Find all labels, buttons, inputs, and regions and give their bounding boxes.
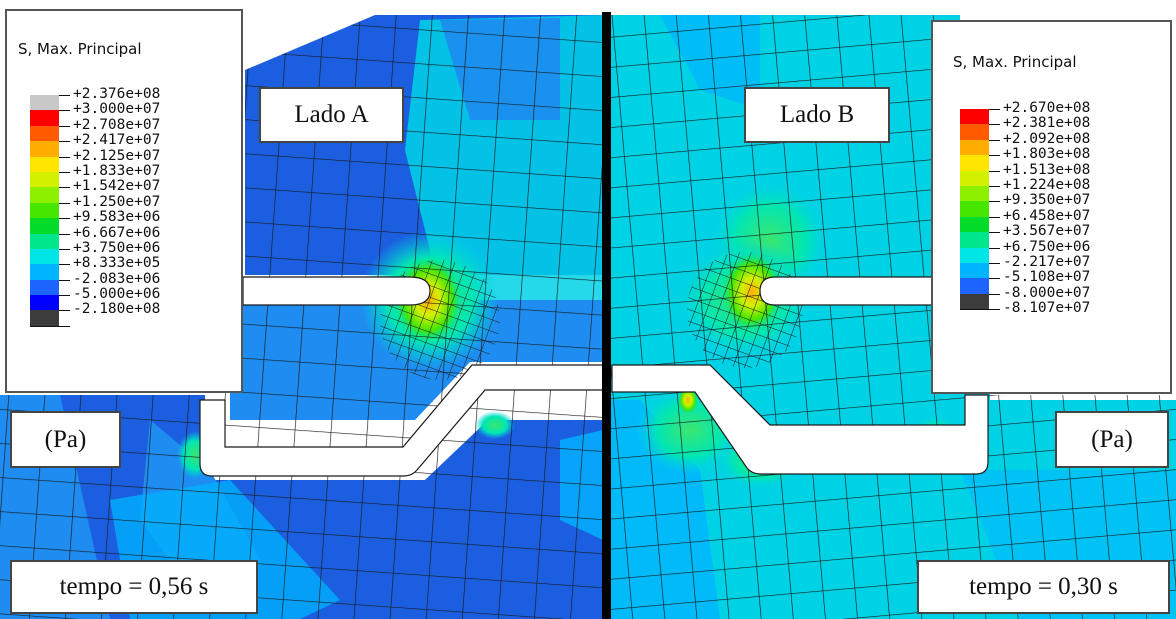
right-legend-value: +9.350e+07: [1003, 192, 1091, 209]
left-legend-swatch: [30, 264, 59, 280]
right-legend-swatch: [960, 201, 989, 217]
left-legend-value: -2.180e+08: [73, 301, 161, 318]
left-legend-value: -2.083e+06: [73, 270, 161, 287]
left-legend-tick: [59, 248, 70, 250]
side-label-a: Lado A: [259, 87, 404, 143]
left-legend-swatch: [30, 218, 59, 234]
right-legend-tick: [989, 247, 1000, 249]
left-legend-tick: [59, 141, 70, 143]
right-legend-swatch: [960, 262, 989, 279]
legend-right: S, Max. Principal +2.670e+08+2.381e+08+2…: [931, 20, 1172, 394]
left-legend-tick: [59, 110, 70, 112]
right-legend-value: +2.670e+08: [1003, 100, 1091, 116]
slot-gaps: [199, 276, 989, 477]
right-legend-tick: [989, 201, 1000, 203]
time-label-left: tempo = 0,56 s: [10, 560, 258, 614]
unit-label-right: (Pa): [1055, 411, 1169, 468]
left-legend-value: +1.250e+07: [73, 193, 161, 210]
right-legend-value: -2.217e+07: [1003, 253, 1091, 270]
left-legend-value: +1.833e+07: [73, 162, 161, 179]
right-legend-swatch: [960, 216, 989, 233]
right-legend-value: +6.750e+06: [1003, 238, 1091, 255]
right-legend-tick: [989, 293, 1000, 295]
left-legend-tick: [59, 295, 70, 297]
left-legend-swatch: [30, 279, 59, 296]
right-legend-swatch: [960, 232, 989, 248]
right-legend-swatch: [960, 278, 989, 294]
left-legend-swatch: [30, 171, 59, 188]
center-divider: [602, 12, 611, 619]
left-legend-swatch: [30, 310, 59, 326]
right-legend-value: +3.567e+07: [1003, 223, 1091, 240]
left-legend-swatch: [30, 141, 59, 157]
right-legend-tick: [989, 139, 1000, 141]
left-legend-tick: [59, 171, 70, 173]
right-legend-swatch: [960, 170, 989, 186]
legend-right-title: S, Max. Principal: [953, 53, 1077, 71]
left-legend-swatch: [30, 233, 59, 249]
left-legend-value: -5.000e+06: [73, 286, 161, 303]
right-legend-value: +2.092e+08: [1003, 130, 1091, 147]
right-legend-value: -8.107e+07: [1003, 300, 1091, 317]
left-legend-value: +9.583e+06: [73, 209, 161, 226]
left-legend-tick: [59, 202, 70, 204]
right-legend-value: -5.108e+07: [1003, 269, 1091, 286]
time-label-right: tempo = 0,30 s: [917, 560, 1170, 614]
left-legend-tick: [59, 279, 70, 281]
right-legend-swatch: [960, 185, 989, 202]
right-legend-tick: [989, 155, 1000, 157]
left-legend-value: +6.667e+06: [73, 224, 161, 241]
left-legend-tick: [59, 156, 70, 158]
left-legend-swatch: [30, 202, 59, 219]
right-legend-tick: [960, 309, 1000, 311]
right-legend-swatch: [960, 139, 989, 156]
left-legend-value: +2.708e+07: [73, 116, 161, 133]
right-legend-tick: [989, 232, 1000, 234]
right-legend-value: +2.381e+08: [1003, 115, 1091, 132]
left-legend-value: +1.542e+07: [73, 178, 161, 195]
left-legend-value: +3.750e+06: [73, 239, 161, 256]
left-legend-tick: [30, 325, 70, 327]
left-legend-swatch: [30, 125, 59, 142]
right-legend-tick: [989, 278, 1000, 280]
right-legend-tick: [989, 124, 1000, 126]
side-label-b: Lado B: [744, 87, 890, 143]
left-legend-tick: [59, 310, 70, 312]
left-legend-value: +2.125e+07: [73, 147, 161, 164]
legend-left-title: S, Max. Principal: [18, 40, 142, 58]
right-legend-tick: [989, 185, 1000, 187]
right-legend-tick: [989, 170, 1000, 172]
left-legend-swatch: [30, 187, 59, 203]
left-legend-swatch: [30, 156, 59, 172]
left-legend-swatch: [30, 248, 59, 265]
right-legend-swatch: [960, 124, 989, 140]
left-legend-value: +8.333e+05: [73, 255, 161, 272]
left-legend-tick: [59, 264, 70, 266]
left-legend-tick: [59, 125, 70, 127]
right-legend-value: +6.458e+07: [1003, 207, 1091, 224]
left-legend-value: +3.000e+07: [73, 101, 161, 118]
right-legend-swatch: [960, 109, 989, 125]
left-legend-value: +2.417e+07: [73, 132, 161, 149]
right-legend-value: +1.513e+08: [1003, 161, 1091, 178]
left-legend-value: +2.376e+08: [73, 86, 161, 102]
left-legend-tick: [59, 95, 70, 96]
right-legend-swatch: [960, 155, 989, 171]
legend-left: S, Max. Principal +2.376e+08+3.000e+07+2…: [5, 9, 243, 393]
left-legend-tick: [59, 187, 70, 189]
right-legend-tick: [989, 216, 1000, 218]
unit-label-left: (Pa): [10, 411, 121, 468]
left-legend-tick: [59, 218, 70, 220]
left-legend-swatch: [30, 295, 59, 311]
right-legend-swatch: [960, 247, 989, 263]
left-legend-tick: [59, 233, 70, 235]
right-legend-value: -8.000e+07: [1003, 284, 1091, 301]
right-legend-tick: [989, 109, 1000, 110]
left-legend-swatch: [30, 110, 59, 126]
right-legend-swatch: [960, 293, 989, 310]
left-legend-swatch: [30, 95, 59, 111]
right-legend-value: +1.224e+08: [1003, 176, 1091, 193]
right-legend-value: +1.803e+08: [1003, 146, 1091, 163]
right-legend-tick: [989, 262, 1000, 264]
